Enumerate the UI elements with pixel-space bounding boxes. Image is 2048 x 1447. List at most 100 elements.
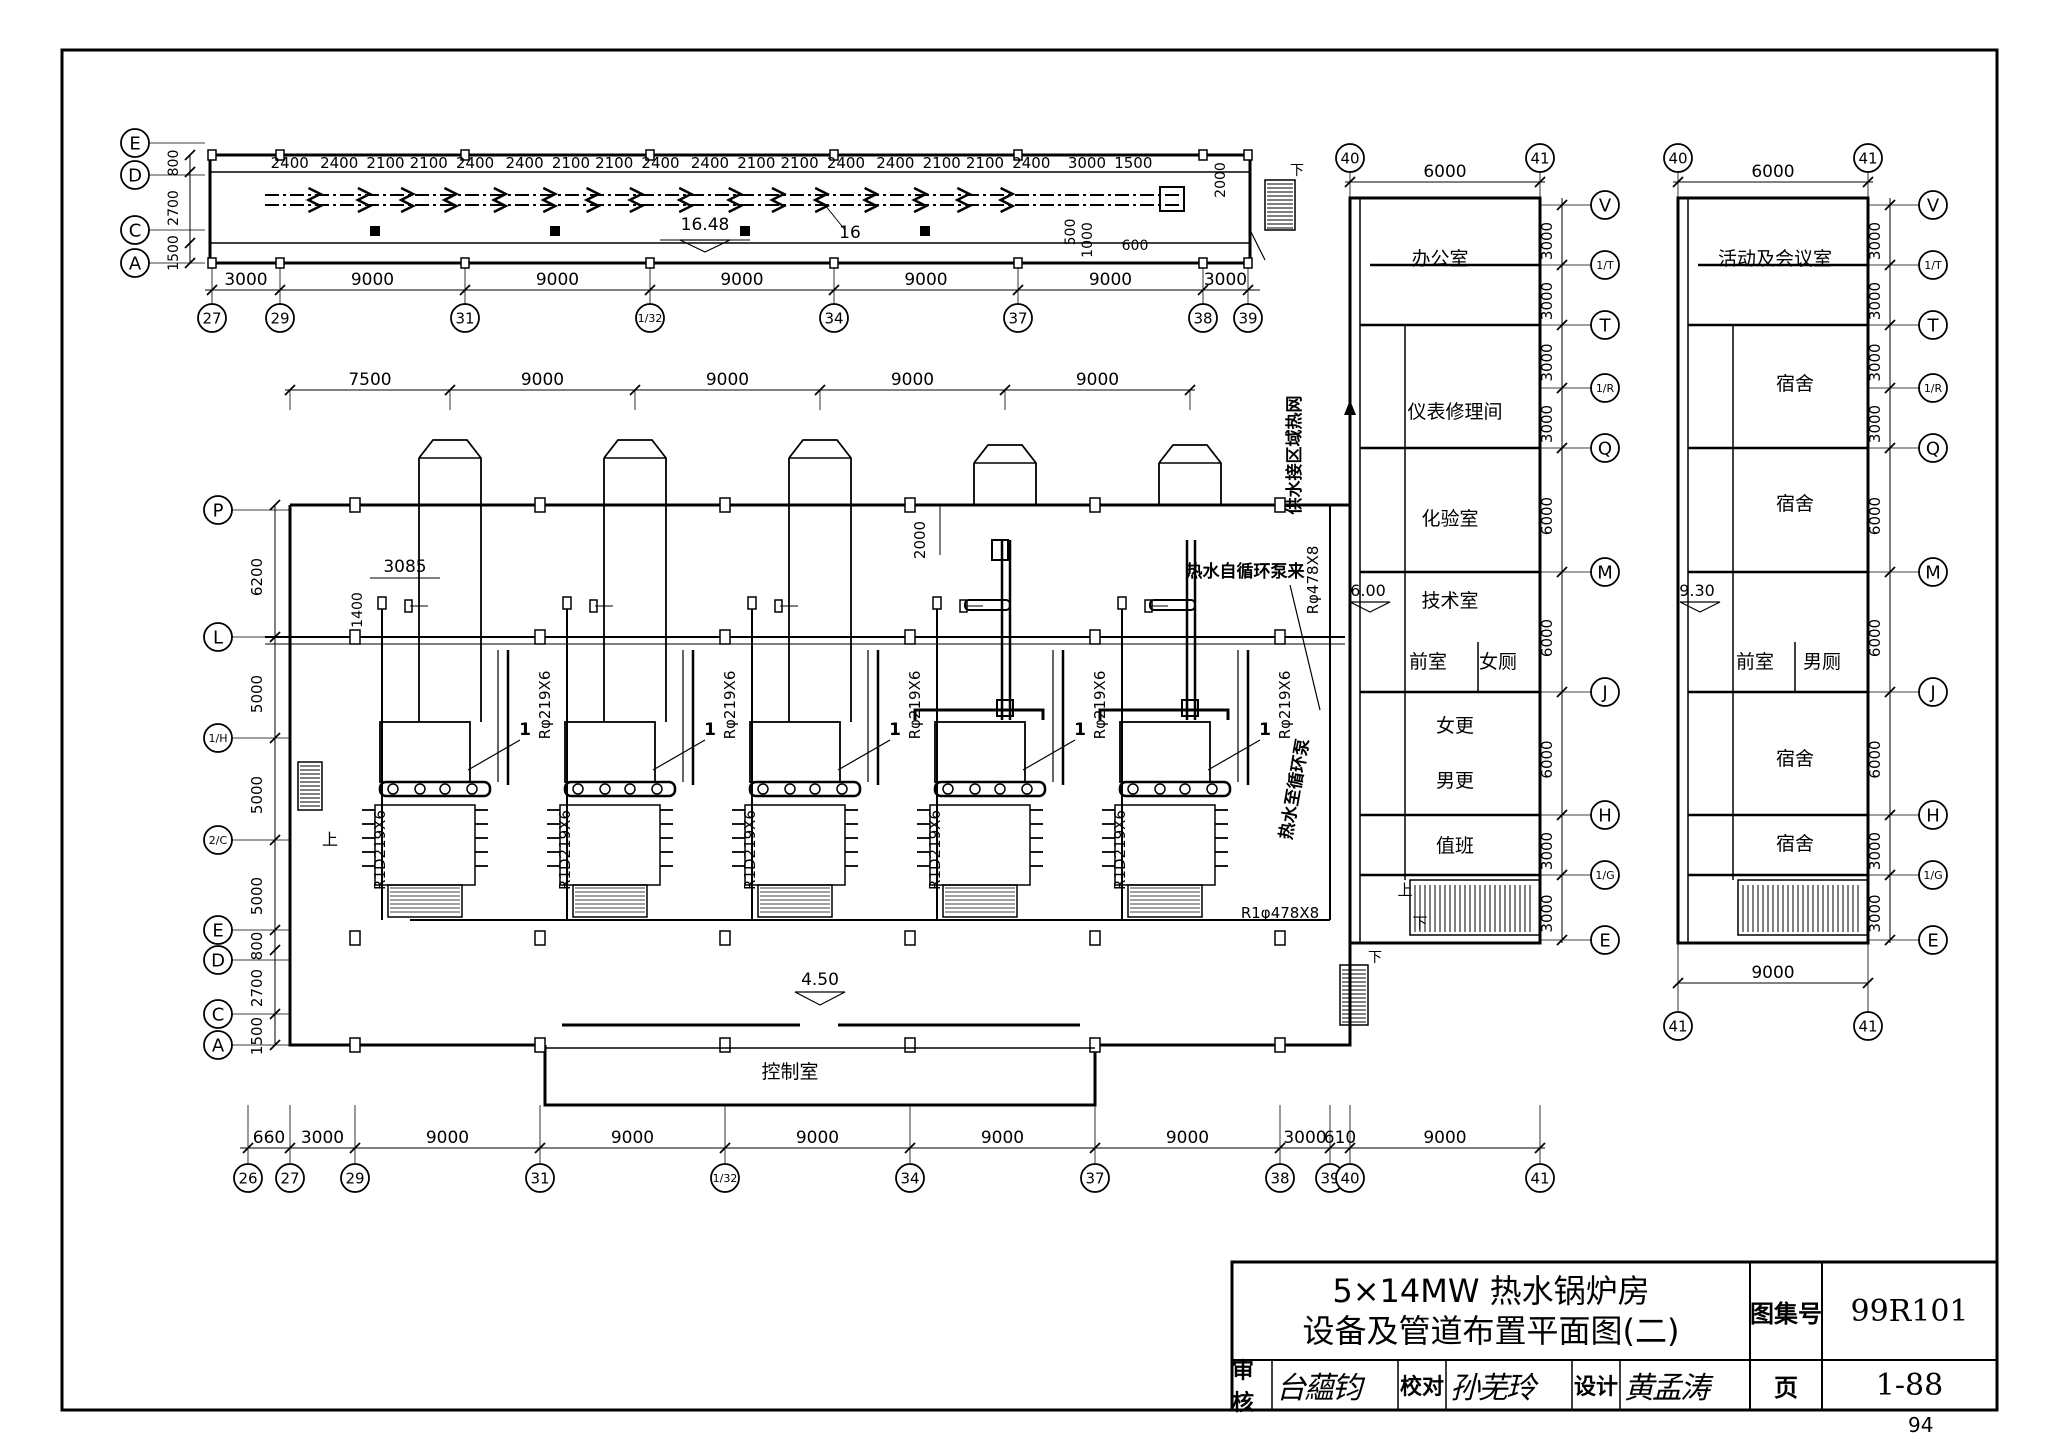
pipe-spacing-dim: 2400 (691, 154, 729, 172)
hall-bottom-dim: 660 (253, 1128, 285, 1148)
hall-row-bubble-label: 1/H (209, 732, 228, 745)
main-pipe-bottom-label: R1φ478X8 (1241, 904, 1319, 922)
structural-column (1089, 1037, 1101, 1053)
hall-axis-bubble (525, 1163, 555, 1193)
annex-row-dim: 3000 (1538, 343, 1556, 381)
annex-row-bubble-label: 1/T (1924, 259, 1942, 272)
top-axis-bubble-label: 37 (1008, 309, 1027, 327)
top-col-dim: 9000 (720, 270, 763, 290)
review-label: 审核 (1232, 1359, 1255, 1416)
pipe-spacing-dim: 2400 (505, 154, 543, 172)
structural-column (349, 629, 361, 645)
boiler-header (378, 780, 492, 798)
valve-symbol (355, 186, 373, 214)
valve-symbol (583, 186, 602, 214)
hall-bottom-dim: 9000 (981, 1128, 1024, 1148)
boiler-number: 1 (889, 720, 901, 740)
annex-row-bubble-label: J (1601, 682, 1607, 703)
top-axis-bubble-label: 39 (1238, 309, 1257, 327)
title-block-title: 5×14MW 热水锅炉房 设备及管道布置平面图(二) (1232, 1262, 1750, 1360)
annex-room-label: 办公室 (1411, 248, 1468, 270)
review-signature: 台蘊钧 (1276, 1371, 1362, 1406)
annex-top-bubble (1525, 143, 1555, 173)
annex-row-bubble (1918, 677, 1948, 707)
top-row-dim: 1500 (166, 235, 182, 271)
hall-top-dim: 9000 (1076, 370, 1119, 390)
hall-row-dim: 5000 (248, 776, 266, 814)
structural-column (1274, 497, 1286, 513)
chimney-duct (788, 439, 852, 722)
top-axis-bubble (265, 303, 295, 333)
floor-elevation: 4.50 (801, 970, 839, 990)
self-pump-label: 热水自循环泵来 (1186, 561, 1306, 582)
hall-row-dim: 6200 (248, 558, 266, 596)
boiler-hall-plan (265, 400, 1356, 1107)
annex-top-bubble (1853, 143, 1883, 173)
boiler-body (934, 721, 1026, 783)
pipe-spacing-dim: 2100 (410, 154, 448, 172)
annex-row-bubble (1918, 800, 1948, 830)
structural-column (534, 629, 546, 645)
hall-row-bubble-label: D (211, 950, 225, 971)
drawing-title-line2: 设备及管道布置平面图(二) (1302, 1312, 1680, 1350)
annex-row-bubble (1590, 250, 1620, 280)
hall-axis-bubble-label: 27 (280, 1169, 299, 1187)
dim-2000: 2000 (911, 521, 929, 559)
hall-axis-bubble (895, 1163, 925, 1193)
valve-symbol (769, 186, 787, 214)
valve-symbol (812, 186, 830, 214)
annex-top-dim: 6000 (1751, 162, 1794, 182)
hall-bottom-dim: 9000 (1423, 1128, 1466, 1148)
annex-row-bubble (1918, 860, 1948, 890)
pipe-spacing-dim: 2400 (1012, 154, 1050, 172)
pipe-return-label: R1D219X6 (741, 810, 759, 890)
top-col-dim: 9000 (904, 270, 947, 290)
annex-room-label: 仪表修理间 (1407, 401, 1502, 423)
hall-bottom-dim: 3000 (301, 1128, 344, 1148)
annex-row-bubble (1590, 860, 1620, 890)
pipe-support (370, 226, 380, 236)
valve-symbol (676, 186, 695, 214)
annex-row-bubble (1590, 373, 1620, 403)
hall-row-dim: 800 (248, 932, 266, 961)
hall-axis-bubble (233, 1163, 263, 1193)
valve-symbol (997, 186, 1016, 214)
sheet-frame (60, 48, 1999, 1412)
annex-row-dim: 3000 (1866, 343, 1884, 381)
annex-row-dim: 6000 (1866, 497, 1884, 535)
annex-row-bubble-label: Q (1926, 438, 1940, 459)
annex-row-dim: 6000 (1866, 740, 1884, 778)
structural-column (719, 497, 731, 513)
hall-axis-bubble-label: 40 (1340, 1169, 1359, 1187)
pipe-spacing-dim: 2100 (366, 154, 404, 172)
annex-room-label: 女厕 (1479, 651, 1517, 673)
annex-row-dim: 6000 (1538, 497, 1556, 535)
annex-row-dim: 6000 (1538, 740, 1556, 778)
annex-row-bubble (1918, 557, 1948, 587)
valve-symbol (398, 186, 416, 214)
chimney-duct (973, 444, 1037, 505)
annex-room-label: 前室 (1736, 651, 1774, 673)
structural-column (1089, 930, 1101, 946)
hall-axis-bubble (710, 1163, 740, 1193)
pipe-branch-label: Rφ219X6 (536, 671, 554, 740)
annex-row-bubble-label: V (1599, 195, 1612, 216)
annex-row-bubble (1590, 310, 1620, 340)
hall-axis-bubble-label: 26 (238, 1169, 257, 1187)
valve-symbol (305, 186, 324, 214)
hall-row-bubble-label: C (212, 1004, 225, 1025)
atlas-number: 99R101 (1850, 1293, 1969, 1329)
top-axis-bubble (197, 303, 227, 333)
top-col-dim: 9000 (536, 270, 579, 290)
design-label: 设计 (1573, 1375, 1618, 1400)
top-axis-bubble-label: 29 (270, 309, 289, 327)
pipe-return-label: R1D219X6 (926, 810, 944, 890)
annex-top-bubble-label: 40 (1668, 149, 1687, 167)
annex-bottom-bubble-label: 41 (1668, 1017, 1687, 1035)
drawing-title-line1: 5×14MW 热水锅炉房 (1332, 1272, 1650, 1310)
annex-row-bubble (1918, 433, 1948, 463)
annex-room-label: 宿舍 (1776, 373, 1814, 395)
annex-room-label: 值班 (1436, 835, 1474, 857)
structural-column (1274, 629, 1286, 645)
